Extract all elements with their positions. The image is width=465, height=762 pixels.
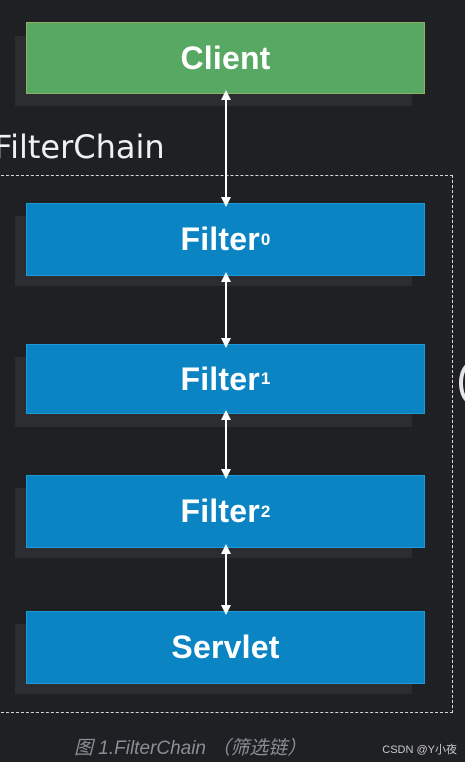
filterchain-label: FilterChain: [0, 128, 165, 166]
filter2-node-label: Filter: [180, 493, 260, 529]
figure-caption: 图 1.FilterChain （筛选链）: [74, 738, 307, 759]
servlet-node-label: Servlet: [171, 629, 280, 665]
filter0-node-subscript: 0: [260, 229, 271, 249]
filter2-node-subscript: 2: [260, 501, 271, 521]
filter1-node-label: Filter: [180, 360, 260, 397]
filter0-node-label: Filter: [180, 221, 260, 257]
csdn-watermark: CSDN @Y小夜: [382, 744, 457, 756]
filter1-node-subscript: 1: [260, 369, 271, 388]
servlet-node: Servlet: [26, 611, 425, 684]
client-node-label: Client: [180, 39, 271, 76]
client-node: Client: [26, 22, 425, 94]
